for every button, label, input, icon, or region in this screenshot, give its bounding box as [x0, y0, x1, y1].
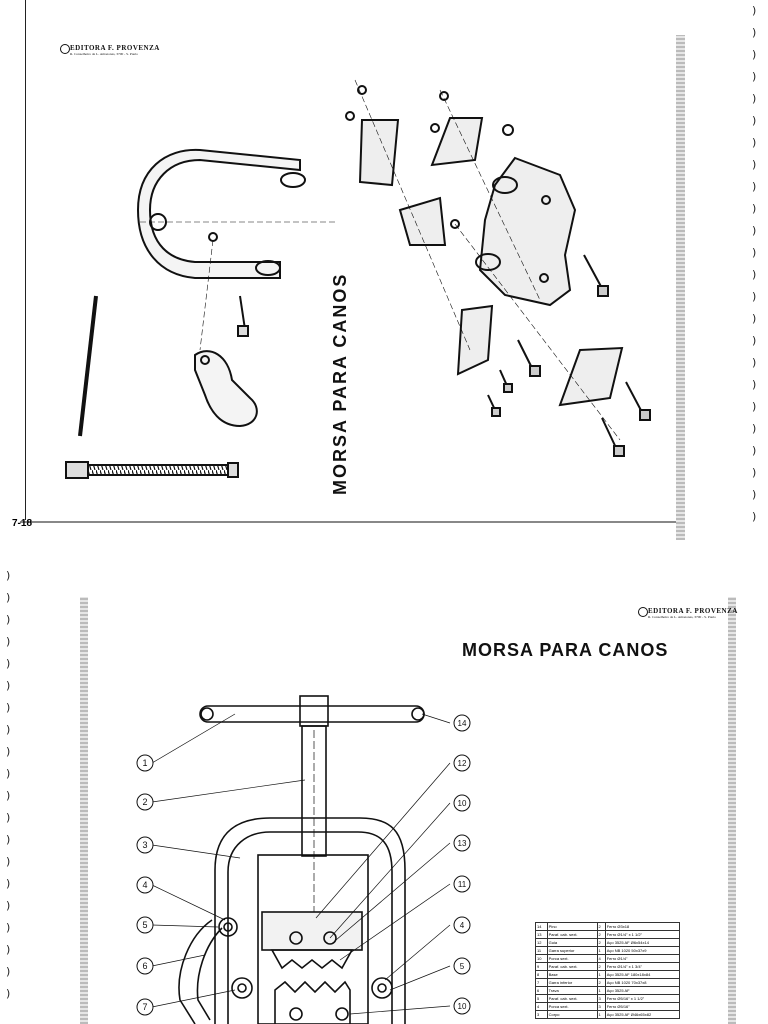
callout-2: 2	[142, 797, 147, 807]
page-edge-shading-right	[728, 597, 736, 1024]
table-cell: Porca sext.	[546, 954, 598, 963]
table-cell: 2	[596, 930, 606, 939]
table-cell: Garra inferior	[546, 978, 598, 987]
publisher-address: R. Conselheiro de L. Amazonas, 3700 - S.…	[70, 52, 138, 56]
callout-11: 11	[458, 880, 467, 889]
table-cell: Ferro Ø5/16"	[604, 1002, 681, 1011]
publisher-header-2: EDITORA F. PROVENZA R. Conselheiro de L.…	[638, 607, 738, 619]
table-cell: Ferro Ø1/4" x 1 1/2"	[604, 930, 681, 939]
table-cell: 3	[596, 994, 606, 1003]
table-cell: 9	[535, 962, 548, 971]
table-cell: 6	[535, 986, 548, 995]
table-cell: 14	[535, 922, 548, 931]
publisher-name-2: EDITORA F. PROVENZA	[648, 607, 738, 615]
bottom-page	[0, 565, 768, 1024]
table-cell: Corpo	[546, 1010, 598, 1019]
table-cell: 10	[535, 954, 548, 963]
table-cell: 13	[535, 930, 548, 939]
callout-7: 7	[142, 1002, 147, 1012]
exploded-view-drawing	[20, 79, 676, 523]
table-cell: 8	[535, 970, 548, 979]
table-cell: 1	[596, 986, 606, 995]
table-cell: Guia	[546, 938, 598, 947]
callout-6: 6	[142, 961, 147, 971]
callout-5-right: 5	[460, 962, 465, 971]
callout-4: 4	[142, 880, 147, 890]
spiral-binding-right: ))))))))))))))))))))))))	[752, 4, 757, 523]
table-cell: 3	[596, 1002, 606, 1011]
publisher-address-2: R. Conselheiro de L. Amazonas, 3700 - S.…	[648, 615, 716, 619]
table-cell: 1	[596, 970, 606, 979]
table-cell: 2	[596, 962, 606, 971]
table-cell: Ferro Ø5/16" x 1 1/2"	[604, 994, 681, 1003]
table-cell: Trava	[546, 986, 598, 995]
table-cell: 4	[596, 954, 606, 963]
table-cell: Base	[546, 970, 598, 979]
callouts-right	[453, 714, 471, 1015]
publisher-header: EDITORA F. PROVENZA R. Conselheiro de L.…	[60, 44, 160, 56]
table-cell: 7	[535, 978, 548, 987]
table-cell: 4	[535, 1002, 548, 1011]
callout-1: 1	[142, 758, 147, 768]
table-cell: 2	[596, 978, 606, 987]
table-cell: 5	[535, 994, 548, 1003]
table-cell: Ferro Ø1/4"	[604, 954, 681, 963]
table-cell: Aço NB 1020 50x37x9	[604, 946, 681, 955]
table-cell: Aço 3525 AF 180x18x84	[604, 970, 681, 979]
table-cell: Paraf. cab. sext.	[546, 962, 598, 971]
callout-4-right: 4	[460, 921, 465, 930]
callout-12: 12	[458, 759, 467, 768]
page-edge-shading	[676, 35, 685, 540]
table-cell: 12	[535, 938, 548, 947]
callout-5: 5	[142, 920, 147, 930]
page-number: 7-18	[12, 518, 33, 529]
page-border-left	[25, 0, 26, 520]
callouts-left	[136, 754, 154, 1016]
table-cell: Pino	[546, 922, 598, 931]
table-cell: 1	[596, 946, 606, 955]
top-page: EDITORA F. PROVENZA R. Conselheiro de L.…	[12, 0, 685, 540]
table-cell: 3	[535, 1010, 548, 1019]
callout-14: 14	[458, 719, 467, 728]
table-cell: Aço 3525 AF Ø46x65x82	[604, 1010, 681, 1019]
table-cell: 2	[596, 938, 606, 947]
publisher-name: EDITORA F. PROVENZA	[70, 44, 160, 52]
table-cell: Garra superior	[546, 946, 598, 955]
table-cell: Ferro Ø1/4" x 1 3/4"	[604, 962, 681, 971]
spiral-binding-left: ))))))))))))))))))))	[6, 569, 11, 1000]
table-cell: Paraf. cab. sext.	[546, 930, 598, 939]
table-cell: Paraf. cab. sext.	[546, 994, 598, 1003]
table-cell: Aço NB 1020 70x37x8	[604, 978, 681, 987]
publisher-logo-icon-2	[638, 607, 648, 617]
table-cell: Aço 3525 AF	[604, 986, 681, 995]
table-cell: 2	[596, 922, 606, 931]
table-cell: Ferro Ø3x18	[604, 922, 681, 931]
callout-3: 3	[142, 840, 147, 850]
page-edge-shading-left	[80, 597, 88, 1024]
table-cell: Aço 3525 AF Ø6x54x14	[604, 938, 681, 947]
table-cell: 1	[596, 1010, 606, 1019]
table-cell: 11	[535, 946, 548, 955]
callout-10: 10	[458, 799, 467, 808]
callout-13: 13	[458, 839, 467, 848]
callout-10-right: 10	[458, 1002, 467, 1011]
table-cell: Porca sext.	[546, 1002, 598, 1011]
page-title-2: MORSA PARA CANOS	[462, 640, 669, 660]
publisher-logo-icon	[60, 44, 70, 54]
